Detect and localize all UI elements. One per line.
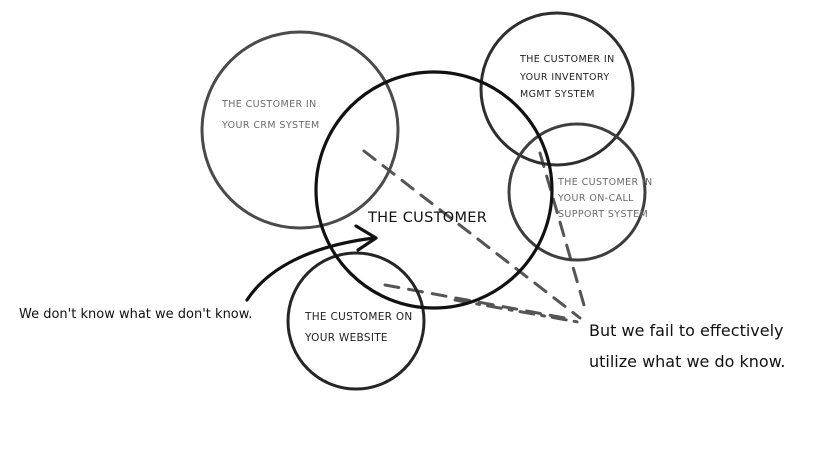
connector-lines [362,149,588,324]
support-circle [507,122,647,262]
fail-to-utilize-note: But we fail to effectively utilize what … [589,321,789,371]
customer-center-label: THE CUSTOMER [367,210,487,226]
inventory-circle [479,11,635,167]
crm-circle [200,30,400,230]
connector-from-center [453,298,580,324]
crm-label: THE CUSTOMER IN YOUR CRM SYSTEM [221,99,320,131]
website-label: THE CUSTOMER ON YOUR WEBSITE [304,311,416,344]
connector-from-crm [362,149,582,320]
curved-arrow-icon [245,224,378,302]
unknown-unknowns-note: We don't know what we don't know. [19,307,252,322]
support-label: THE CUSTOMER IN YOUR ON-CALL SUPPORT SYS… [557,177,656,220]
connector-from-inventory [538,151,588,314]
connector-from-website [383,283,567,320]
customer-main-circle [314,70,554,310]
inventory-label: THE CUSTOMER IN YOUR INVENTORY MGMT SYST… [519,54,618,100]
website-circle [286,251,426,391]
